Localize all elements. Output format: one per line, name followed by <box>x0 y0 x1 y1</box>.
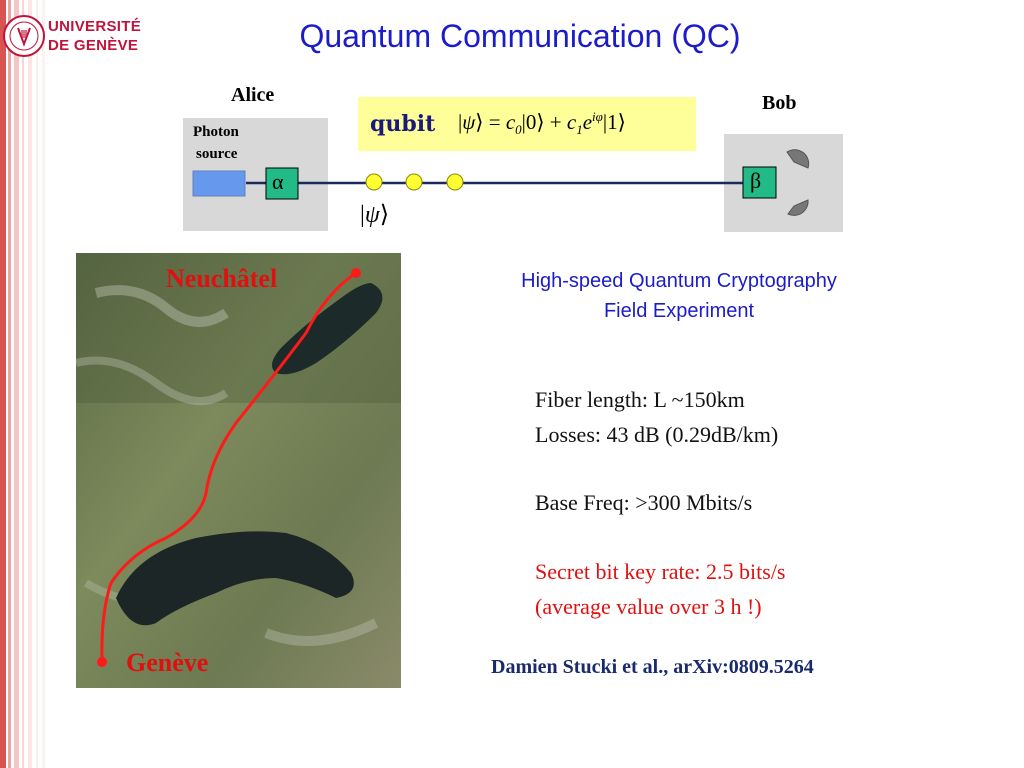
university-seal-icon <box>3 15 45 57</box>
decorative-stripes <box>0 0 45 768</box>
average-note: (average value over 3 h !) <box>535 594 762 619</box>
photon-source-line-1: Photon <box>193 124 239 140</box>
neuchatel-marker <box>351 268 361 278</box>
psi-ket: |ψ⟩ <box>360 202 390 228</box>
alpha-symbol: α <box>272 169 284 194</box>
qubit-photon-3 <box>446 173 464 191</box>
detector-top-icon <box>786 149 810 169</box>
geneva-label: Genève <box>126 648 209 677</box>
alpha-element <box>265 167 299 200</box>
satellite-map <box>76 253 401 688</box>
experiment-title-line-1: High-speed Quantum Cryptography <box>521 270 837 292</box>
logo-line-1: UNIVERSITÉ <box>48 18 142 35</box>
experiment-title: High-speed Quantum Cryptography Field Ex… <box>460 266 898 326</box>
losses: Losses: 43 dB (0.29dB/km) <box>535 422 779 447</box>
citation: Damien Stucki et al., arXiv:0809.5264 <box>491 656 814 678</box>
qubit-label: qubit <box>370 111 436 137</box>
photon-source-line-2: source <box>196 146 238 162</box>
qubit-definition-box: qubit |ψ⟩ = c0|0⟩ + c1eiφ|1⟩ <box>358 97 696 151</box>
base-freq: Base Freq: >300 Mbits/s <box>535 490 753 515</box>
alice-label: Alice <box>231 84 275 106</box>
qubit-photon-1 <box>365 173 383 191</box>
fiber-length: Fiber length: L ~150km <box>535 387 745 412</box>
page-title: Quantum Communication (QC) <box>299 18 741 54</box>
beta-symbol: β <box>750 168 762 193</box>
detector-bottom-icon <box>787 199 809 216</box>
lake-neuchatel <box>272 283 383 375</box>
qc-setup-diagram <box>192 149 810 216</box>
qubit-formula: |ψ⟩ = c0|0⟩ + c1eiφ|1⟩ <box>458 109 626 138</box>
university-logo: UNIVERSITÉ DE GENÈVE <box>0 10 150 62</box>
bob-label: Bob <box>762 92 797 114</box>
qubit-photon-2 <box>405 173 423 191</box>
photon-source-block <box>192 170 246 197</box>
beta-element <box>742 166 777 199</box>
experiment-title-line-2: Field Experiment <box>603 300 755 322</box>
neuchatel-label: Neuchâtel <box>166 264 278 293</box>
key-rate: Secret bit key rate: 2.5 bits/s <box>535 559 786 584</box>
fiber-route <box>100 271 357 659</box>
logo-line-2: DE GENÈVE <box>48 37 139 54</box>
lake-geneva <box>116 531 354 626</box>
geneva-marker <box>97 657 107 667</box>
